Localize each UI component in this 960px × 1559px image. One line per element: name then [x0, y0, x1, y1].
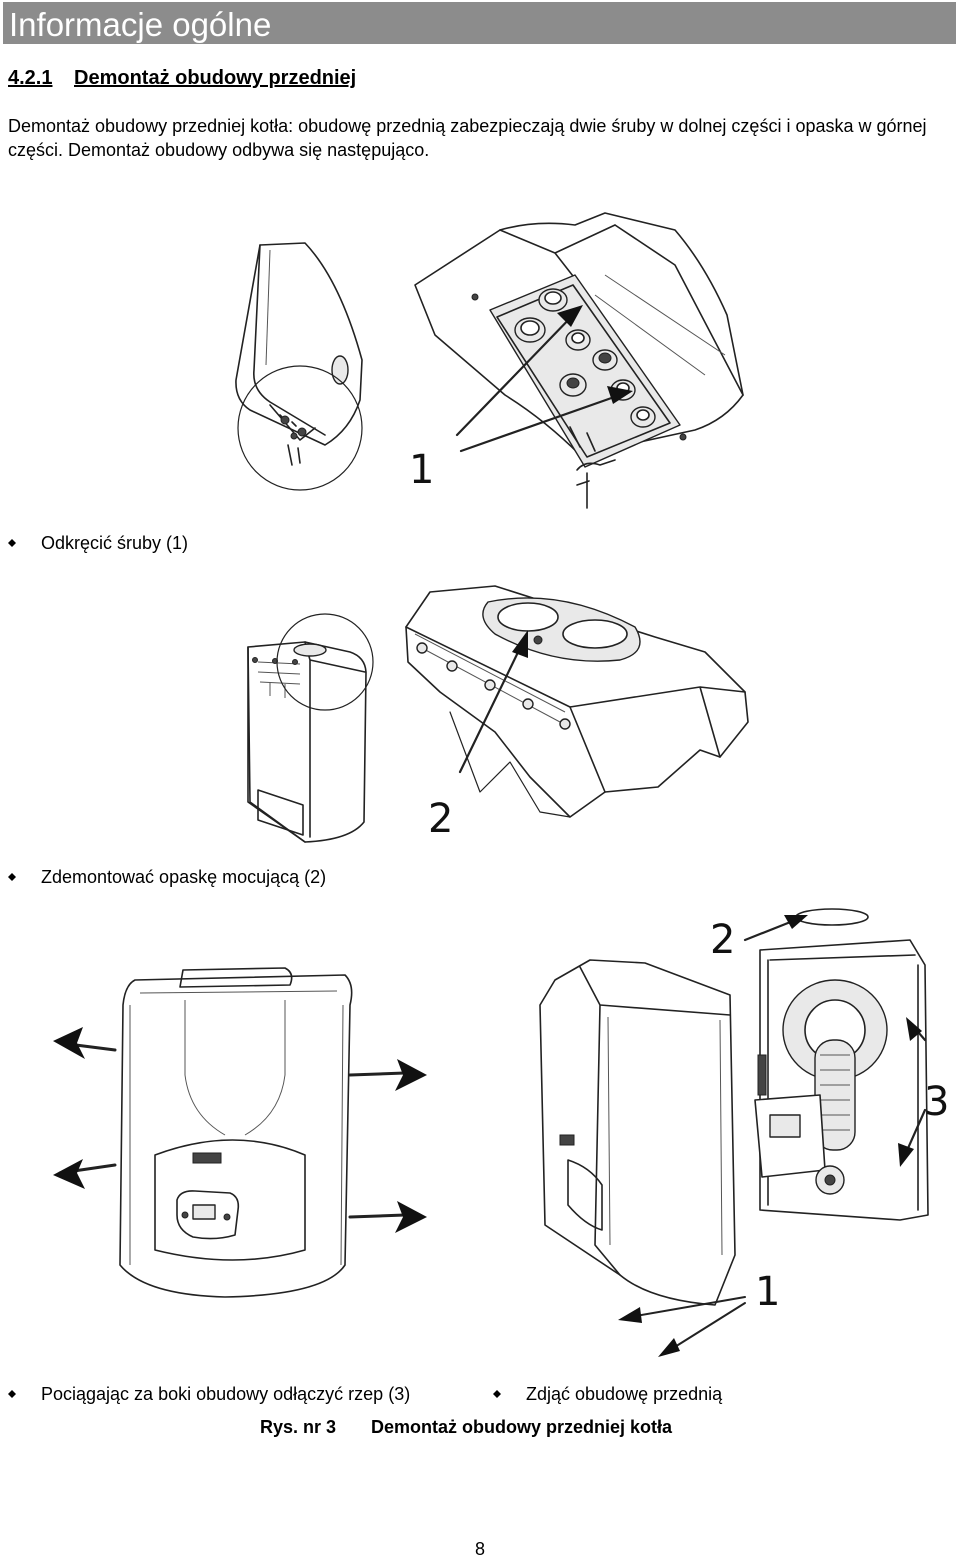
bullet-diamond-icon — [8, 539, 16, 547]
figure-number: Rys. nr 3 — [260, 1417, 337, 1437]
section-number: 4.2.1 — [8, 67, 53, 89]
figure-caption: Demontaż obudowy przedniej kotła — [371, 1417, 673, 1437]
section-heading: 4.2.1 Demontaż obudowy przedniej — [8, 66, 356, 90]
step-4-text: Zdjąć obudowę przednią — [526, 1384, 723, 1404]
callout-band-2b: 2 — [710, 917, 735, 963]
step-2-text: Zdemontować opaskę mocującą (2) — [41, 867, 327, 887]
bullet-diamond-icon — [493, 1390, 501, 1398]
illustration-boiler-front-pull — [53, 967, 427, 1298]
header-bar: Informacje ogólne — [3, 2, 956, 44]
illustration-boiler-top-closeup: 2 — [405, 585, 749, 842]
callout-velcro-3: 3 — [924, 1079, 949, 1125]
illustration-boiler-bottom-closeup: 1 — [409, 212, 744, 509]
callout-screws-1: 1 — [409, 447, 434, 493]
page-number: 8 — [474, 1539, 485, 1559]
page-title: Informacje ogólne — [9, 6, 272, 43]
step-3-text: Pociągając za boki obudowy odłączyć rzep… — [41, 1384, 411, 1404]
illustration-boiler-cover-removal: 2 3 1 — [539, 908, 949, 1357]
step-1-text: Odkręcić śruby (1) — [41, 533, 189, 553]
section-title: Demontaż obudowy przedniej — [74, 67, 357, 89]
illustration-boiler-back-top — [247, 613, 374, 843]
callout-screws-1b: 1 — [755, 1269, 780, 1315]
bullet-diamond-icon — [8, 873, 16, 881]
bullet-diamond-icon — [8, 1390, 16, 1398]
illustration-boiler-side-bottom — [235, 242, 363, 491]
intro-paragraph: Demontaż obudowy przedniej kotła: obudow… — [8, 116, 927, 160]
callout-band-2: 2 — [428, 796, 453, 842]
